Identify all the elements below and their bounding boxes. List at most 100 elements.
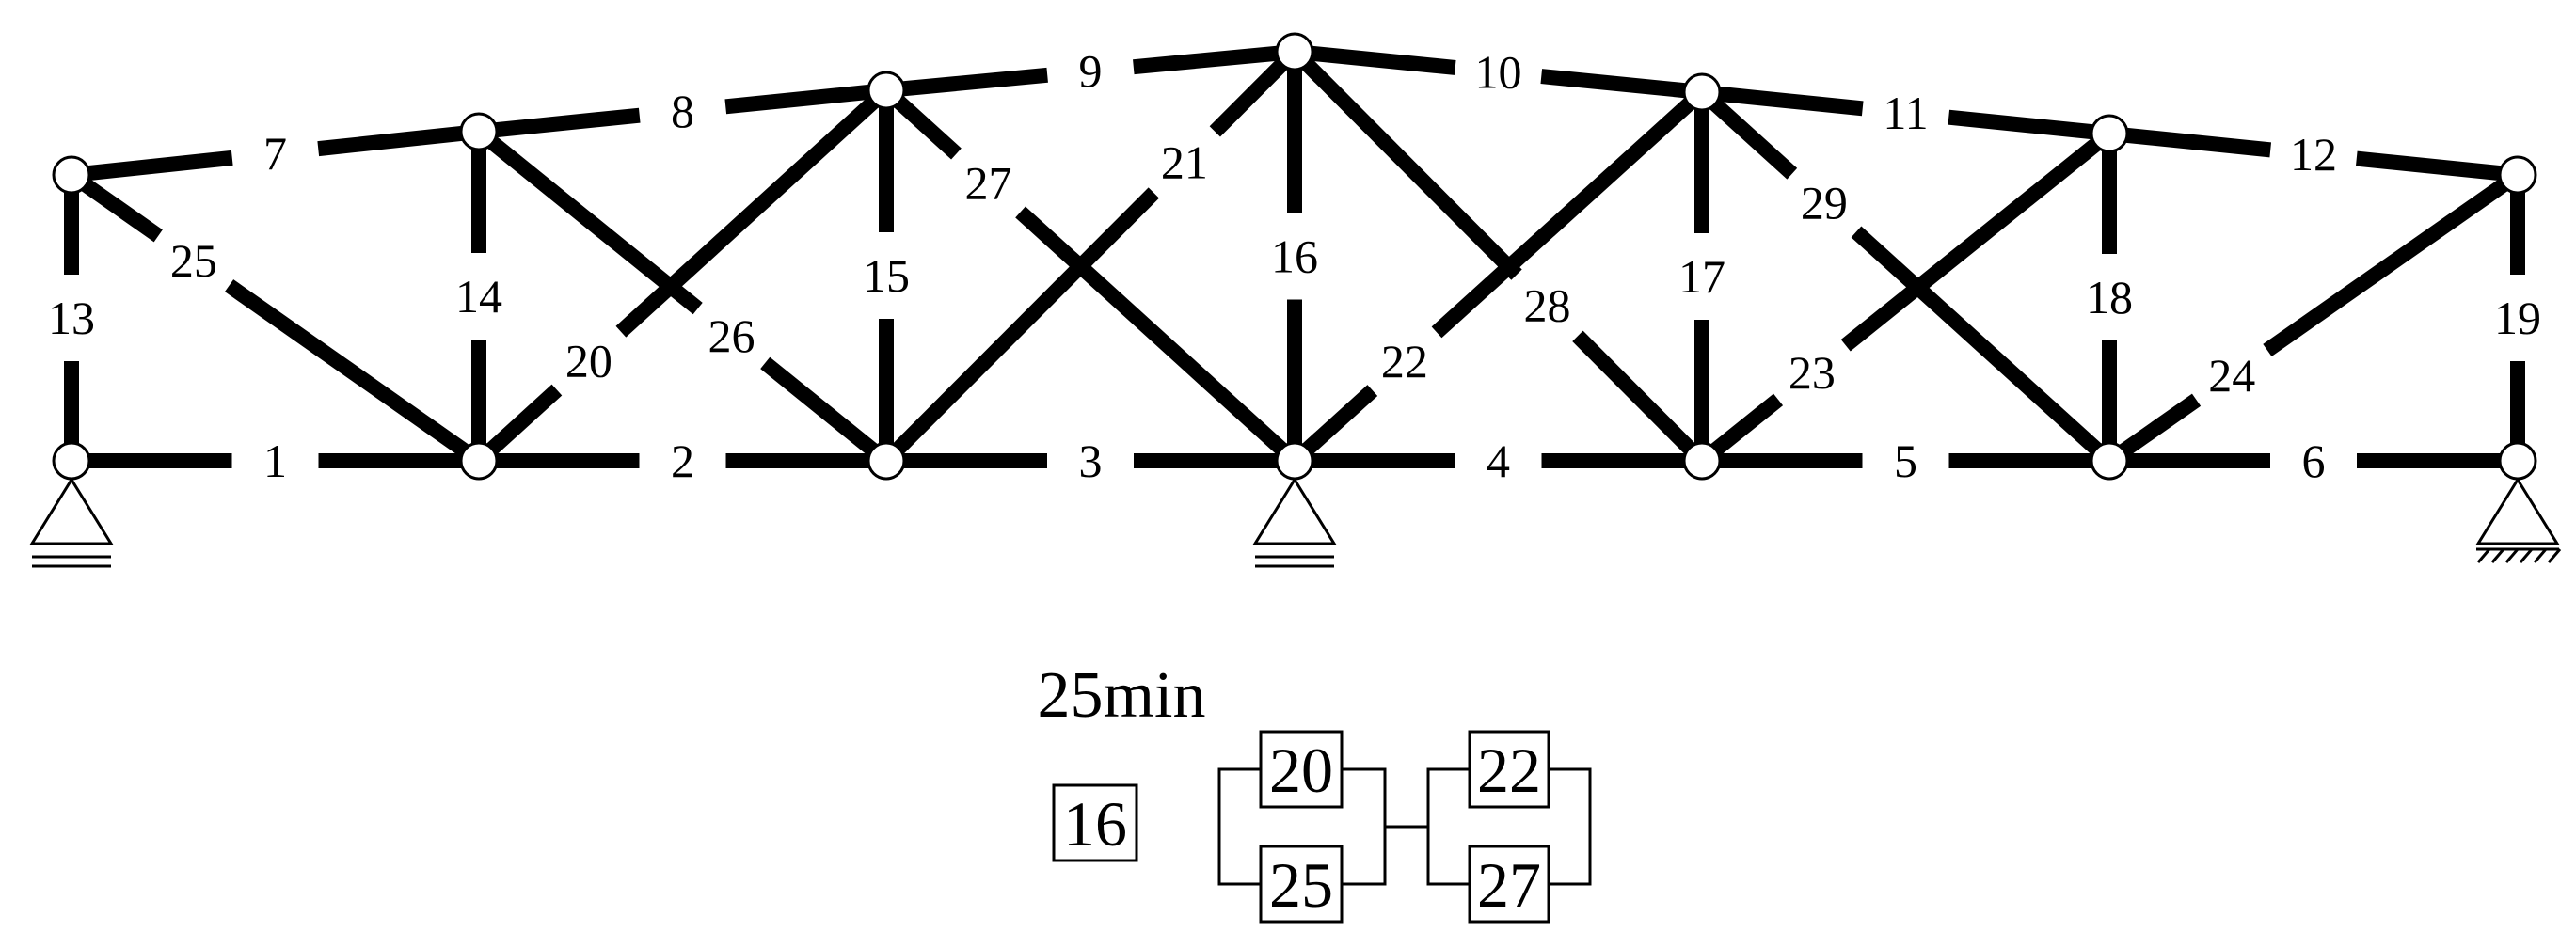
joint-T1 [459,112,499,151]
member-26-bar-b [760,356,892,467]
roller-support-icon [1252,477,1337,568]
member-18: 18 [2086,134,2133,461]
group1-top-box [1259,730,1344,809]
member-7-bar-b [317,124,480,157]
member-8-bar-a [478,107,641,139]
ground-hatch [2476,548,2491,563]
group2-bottom-label: 27 [1477,849,1541,921]
single-component-label: 16 [1063,788,1127,860]
member-label-14: 14 [455,270,502,323]
ground-hatch [2504,548,2520,563]
member-29: 29 [1696,87,2115,466]
truss-nodes [52,32,2537,481]
joint-T2 [867,71,906,110]
member-label-11: 11 [1883,87,1928,139]
member-label-2: 2 [671,434,694,487]
member-16: 16 [1271,52,1318,461]
group2-top-box [1468,730,1550,809]
member-12-bar-a [2108,126,2272,158]
member-29-bar-a [1696,87,1798,180]
roller-support-icon [29,477,114,568]
member-4: 4 [1295,434,1702,487]
member-29-bar-b [1851,226,2115,466]
group2-left-wire [1426,767,1470,886]
group2-top-label: 22 [1477,735,1541,806]
member-13: 13 [48,175,95,461]
support-triangle [1252,477,1337,545]
group1-top-label: 20 [1269,735,1333,806]
member-label-29: 29 [1801,177,1848,229]
member-28-bar-a [1289,46,1522,280]
member-23: 23 [1696,127,2115,467]
member-5: 5 [1702,434,2109,487]
ground-hatch [2519,548,2534,563]
member-label-25: 25 [170,234,217,287]
member-10-bar-b [1540,69,1703,100]
member-label-4: 4 [1487,434,1510,487]
joint-T0 [52,155,91,195]
member-label-1: 1 [263,434,287,487]
member-label-5: 5 [1894,434,1917,487]
group2-right-wire [1549,767,1592,886]
member-label-3: 3 [1079,434,1103,487]
member-20-bar-b [615,85,892,338]
single-component-box [1052,783,1138,862]
member-23-bar-b [1840,127,2115,352]
member-8: 8 [478,83,887,139]
ground-hatch [2533,548,2548,563]
member-label-19: 19 [2494,292,2541,344]
group1-bottom-box [1259,845,1344,924]
member-10-bar-a [1294,44,1456,75]
joint-T5 [2090,114,2129,153]
joint-B6 [2498,441,2537,481]
ground-hatch [2490,548,2505,563]
member-9-bar-b [1133,44,1296,75]
supports [29,477,2562,568]
member-label-18: 18 [2086,271,2133,324]
time-caption: 25min [1038,659,1206,732]
member-21-bar-a [881,187,1159,466]
member-7-bar-a [71,150,233,182]
pin-support-icon [2475,477,2562,563]
member-label-13: 13 [48,292,95,344]
cut-set-diagram: 16 20 25 22 27 [1052,730,1592,924]
member-17: 17 [1678,92,1725,461]
member-19: 19 [2494,175,2541,461]
joint-B3 [1275,441,1314,481]
joint-B2 [867,441,906,481]
member-label-9: 9 [1079,45,1103,98]
member-6: 6 [2109,434,2518,487]
member-label-7: 7 [263,127,287,180]
member-label-22: 22 [1381,335,1428,387]
member-label-8: 8 [671,85,694,137]
joint-B1 [459,441,499,481]
member-11: 11 [1701,85,2110,141]
member-label-6: 6 [2302,434,2326,487]
member-3: 3 [886,434,1295,487]
member-label-26: 26 [708,309,755,362]
member-11-bar-a [1701,85,1864,117]
member-label-20: 20 [565,335,612,387]
support-triangle [29,477,114,545]
member-7: 7 [71,124,480,182]
group2-bottom-box [1468,845,1550,924]
member-label-27: 27 [965,157,1012,210]
member-28-bar-b [1572,330,1708,466]
member-2: 2 [479,434,886,487]
member-label-24: 24 [2208,349,2255,402]
joint-T6 [2498,155,2537,195]
member-label-28: 28 [1523,279,1570,332]
member-12: 12 [2108,126,2519,182]
member-26: 26 [473,125,892,467]
joint-T4 [1682,72,1722,112]
joint-B5 [2090,441,2129,481]
joint-B4 [1682,441,1722,481]
joint-B0 [52,441,91,481]
member-label-12: 12 [2290,128,2337,181]
member-9-bar-a [885,67,1048,98]
joint-T3 [1275,32,1314,71]
member-label-10: 10 [1475,46,1522,99]
